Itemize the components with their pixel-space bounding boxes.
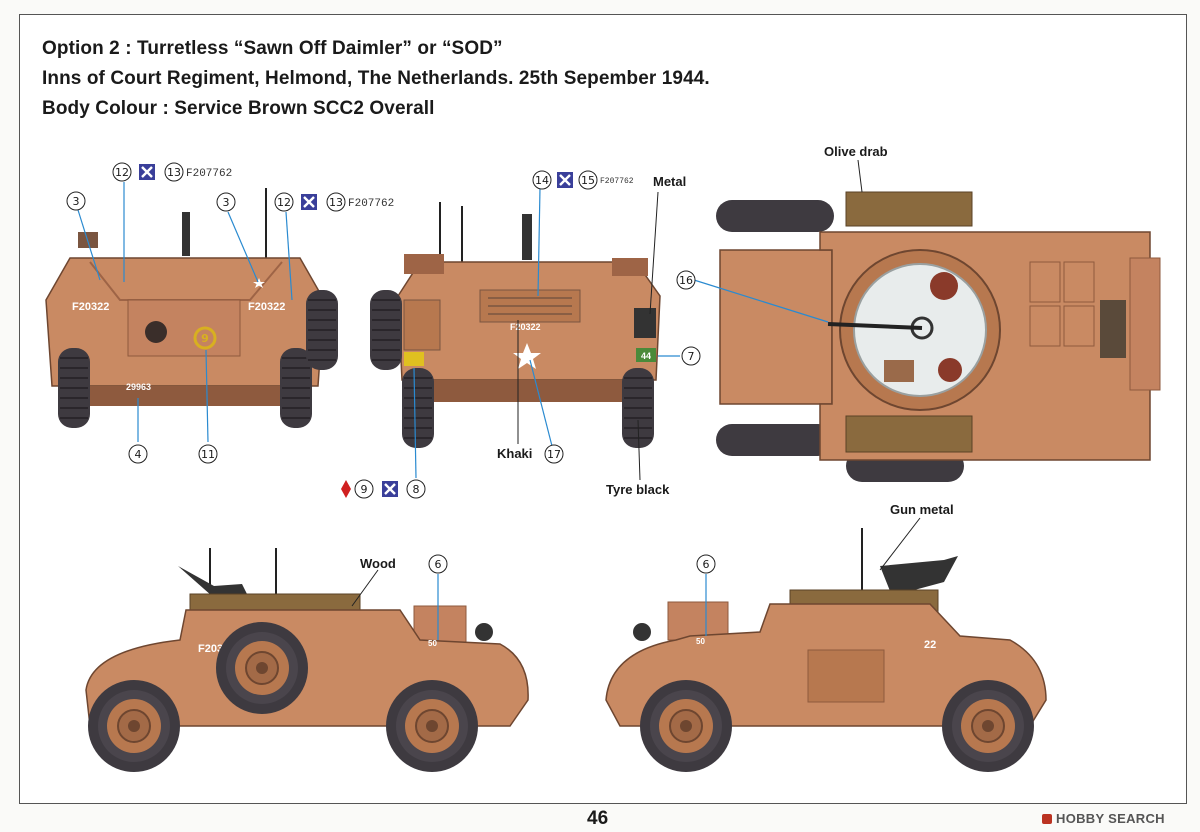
side-reg-left: F203 bbox=[198, 643, 223, 655]
label-wood: Wood bbox=[360, 556, 396, 571]
callout-13-front-b: 13 bbox=[329, 196, 343, 209]
serial-front-a: F207762 bbox=[186, 168, 232, 180]
callout-4: 4 bbox=[135, 448, 142, 461]
right-side-view: 22 50 bbox=[605, 528, 1047, 773]
jerrycan-right: 50 bbox=[696, 637, 705, 646]
front-callouts: 3 12 13 F207762 3 12 13 F207762 4 11 bbox=[66, 162, 394, 464]
callout-3-front-right: 3 bbox=[223, 196, 230, 209]
callout-15: 15 bbox=[581, 174, 595, 187]
rear-callouts: 14 15 F207762 Metal 7 Khaki 17 9 8 Tyre … bbox=[341, 170, 701, 499]
rear-view: F20322 44 bbox=[369, 202, 661, 449]
rear-reg: F20322 bbox=[510, 322, 541, 332]
hobby-search-logo-icon bbox=[1042, 814, 1052, 824]
heading-option: Option 2 : Turretless “Sawn Off Daimler”… bbox=[42, 38, 503, 59]
front-plate: 29963 bbox=[126, 382, 151, 392]
heading-unit: Inns of Court Regiment, Helmond, The Net… bbox=[42, 68, 710, 89]
front-reg-right: F20322 bbox=[248, 301, 285, 313]
callout-17: 17 bbox=[547, 448, 561, 461]
left-side-callouts: Wood 6 bbox=[351, 554, 448, 640]
jerrycan-left: 50 bbox=[428, 639, 437, 648]
callout-6-left: 6 bbox=[435, 558, 442, 571]
front-reg-left: F20322 bbox=[72, 301, 109, 313]
callout-7: 7 bbox=[688, 350, 695, 363]
callout-16: 16 bbox=[679, 274, 693, 287]
label-olive-drab: Olive drab bbox=[824, 144, 888, 159]
callout-6-right: 6 bbox=[703, 558, 710, 571]
callout-11: 11 bbox=[201, 448, 215, 461]
callout-9: 9 bbox=[361, 483, 368, 496]
callout-8: 8 bbox=[413, 483, 420, 496]
watermark: HOBBY SEARCH bbox=[1042, 811, 1165, 826]
heading-colour: Body Colour : Service Brown SCC2 Overall bbox=[42, 98, 435, 119]
serial-front-b: F207762 bbox=[348, 198, 394, 210]
callout-14: 14 bbox=[535, 174, 549, 187]
label-khaki: Khaki bbox=[497, 446, 532, 461]
rear-plate: 44 bbox=[641, 351, 651, 361]
serial-rear: F207762 bbox=[600, 177, 634, 186]
side-reg-right: 22 bbox=[924, 639, 936, 651]
label-gun-metal: Gun metal bbox=[890, 502, 954, 517]
front-circle-marking: 9 bbox=[201, 332, 209, 345]
label-tyre-black: Tyre black bbox=[606, 482, 670, 497]
right-side-callouts: Gun metal 6 bbox=[696, 502, 954, 636]
label-metal: Metal bbox=[653, 174, 686, 189]
left-side-view: F203 50 bbox=[85, 548, 529, 773]
front-view: 9 F20322 F20322 29963 bbox=[45, 188, 339, 429]
watermark-text: HOBBY SEARCH bbox=[1056, 811, 1165, 826]
callout-3-front-left: 3 bbox=[73, 195, 80, 208]
page-number: 46 bbox=[587, 808, 609, 829]
top-callouts: Olive drab 16 bbox=[676, 144, 888, 323]
top-view bbox=[716, 191, 1161, 482]
callout-12-front-a: 12 bbox=[115, 166, 129, 179]
callout-13-front-a: 13 bbox=[167, 166, 181, 179]
callout-12-front-b: 12 bbox=[277, 196, 291, 209]
